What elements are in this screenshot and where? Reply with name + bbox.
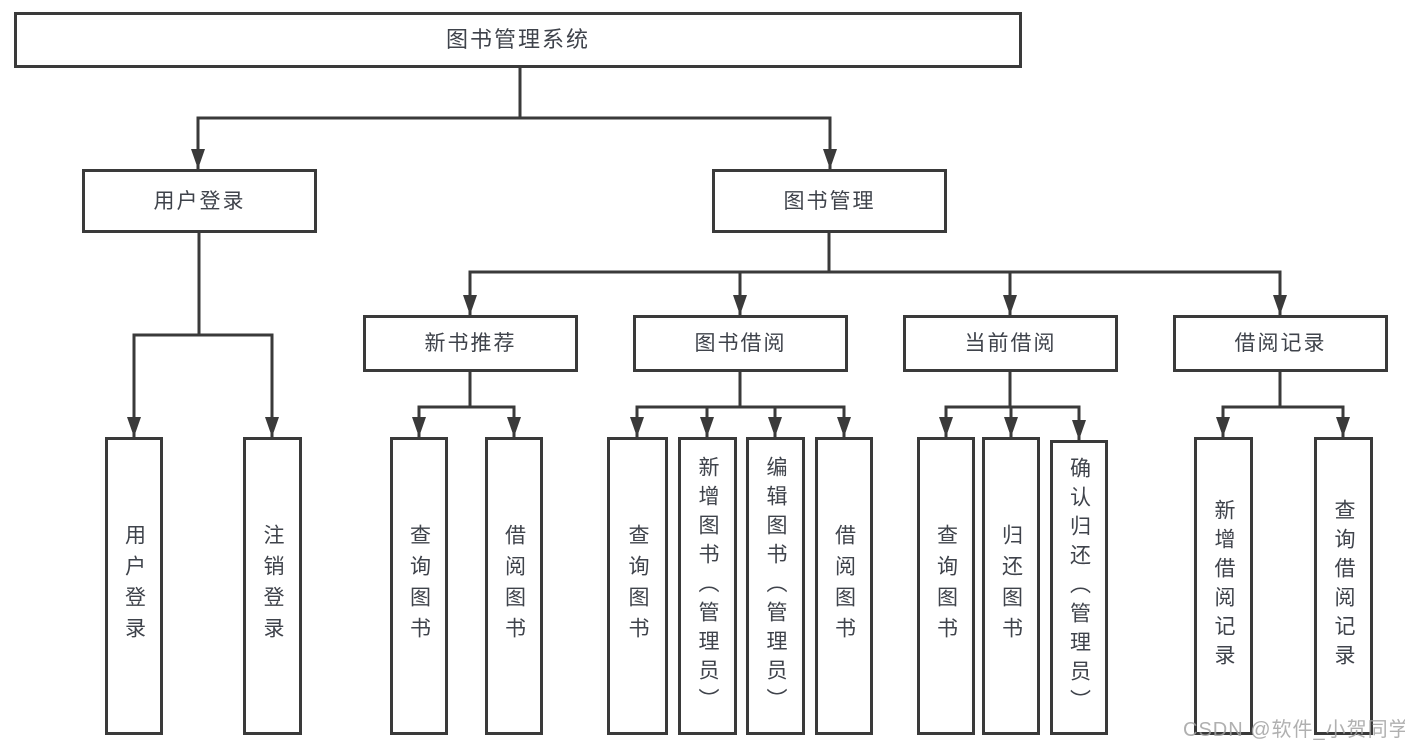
leaf-label: 新增图书（管理员） [696, 455, 719, 717]
node-leaf-borrow-query-books: 查询图书 [607, 437, 668, 735]
leaf-label: 注销登录 [261, 524, 284, 648]
leaf-label: 查询借阅记录 [1332, 499, 1355, 673]
node-leaf-edit-books-admin: 编辑图书（管理员） [746, 437, 805, 735]
leaf-label: 借阅图书 [502, 524, 526, 648]
leaf-label: 新增借阅记录 [1212, 499, 1235, 673]
node-leaf-query-borrow-record: 查询借阅记录 [1314, 437, 1373, 735]
node-leaf-borrow-books: 借阅图书 [815, 437, 873, 735]
node-leaf-logout: 注销登录 [243, 437, 302, 735]
leaf-label: 借阅图书 [832, 524, 856, 648]
node-leaf-rec-query-books: 查询图书 [390, 437, 448, 735]
node-leaf-add-borrow-record: 新增借阅记录 [1194, 437, 1253, 735]
leaf-label: 确认归还（管理员） [1067, 457, 1091, 718]
leaf-label: 用户登录 [122, 524, 146, 648]
leaf-label: 查询图书 [626, 524, 649, 648]
leaf-label: 归还图书 [999, 524, 1023, 648]
node-leaf-add-books-admin: 新增图书（管理员） [678, 437, 737, 735]
leaf-label: 查询图书 [934, 524, 958, 648]
node-leaf-user-login: 用户登录 [105, 437, 163, 735]
leaf-label: 查询图书 [407, 524, 431, 648]
node-new-book-recommend: 新书推荐 [363, 315, 578, 372]
node-leaf-current-query-books: 查询图书 [917, 437, 975, 735]
leaf-label: 编辑图书（管理员） [764, 455, 787, 717]
node-leaf-rec-borrow-books: 借阅图书 [485, 437, 543, 735]
csdn-watermark: CSDN @软件_小贺同学 [1183, 719, 1405, 741]
node-borrow-record: 借阅记录 [1173, 315, 1388, 372]
node-leaf-confirm-return-admin: 确认归还（管理员） [1050, 440, 1108, 735]
node-system-root: 图书管理系统 [14, 12, 1022, 68]
node-leaf-return-books: 归还图书 [982, 437, 1040, 735]
node-user-login: 用户登录 [82, 169, 317, 233]
node-book-management: 图书管理 [712, 169, 947, 233]
node-book-borrow: 图书借阅 [633, 315, 848, 372]
node-current-borrow: 当前借阅 [903, 315, 1118, 372]
